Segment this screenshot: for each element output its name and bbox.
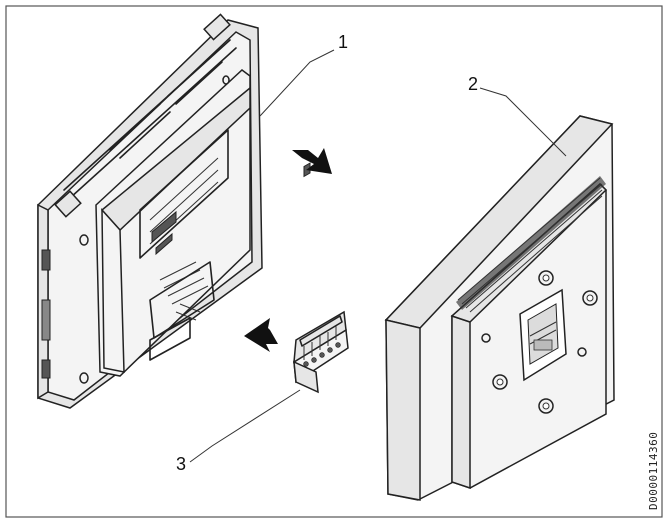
callout-leader-1 — [259, 49, 335, 117]
device-module — [37, 13, 263, 409]
arrow-up-left-icon — [244, 318, 278, 352]
callout-label-1: 1 — [338, 32, 348, 52]
callout-leader-2 — [479, 87, 567, 157]
document-id: D0000114360 — [647, 432, 660, 510]
terminal-block — [293, 162, 349, 394]
mounting-frame — [384, 115, 615, 501]
callout-label-2: 2 — [468, 74, 478, 94]
arrow-down-right-icon — [292, 148, 332, 174]
callout-leader-3 — [189, 389, 301, 463]
callout-label-3: 3 — [176, 454, 186, 474]
